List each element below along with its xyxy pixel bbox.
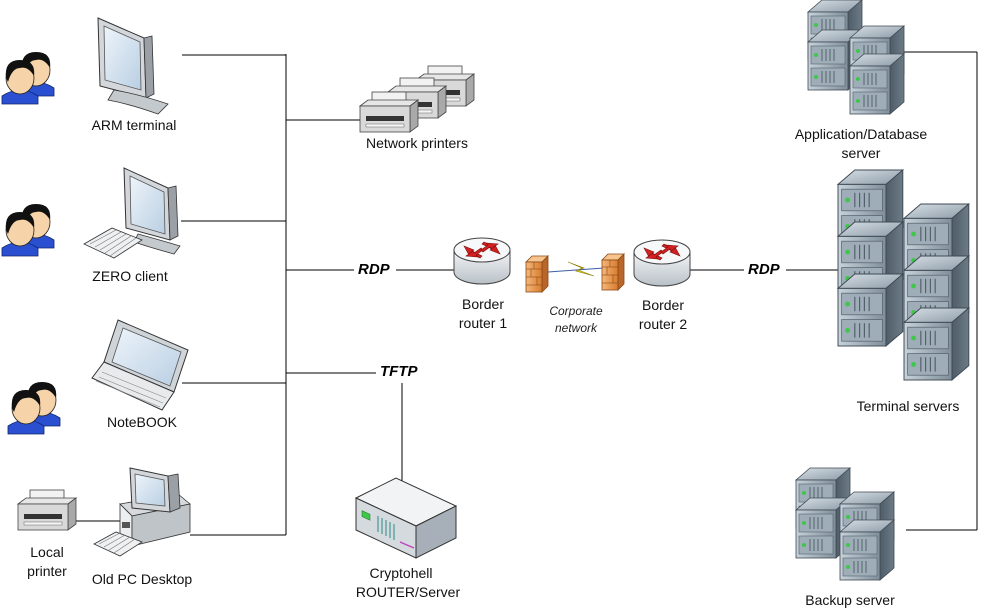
users-icon-1 (1, 51, 55, 105)
local-printer-label-line2: printer (27, 563, 67, 579)
network-printers-label: Network printers (366, 135, 468, 151)
cryptohell-label-line2: ROUTER/Server (355, 584, 461, 600)
local-printer-icon (17, 489, 77, 531)
notebook-icon (91, 319, 189, 411)
users-icon-2 (1, 203, 55, 257)
cryptohell-label-line1: Cryptohell (369, 565, 433, 581)
backup-server-label: Backup server (805, 592, 895, 608)
firewall-right-icon (601, 253, 625, 291)
local-printer-label-line1: Local (30, 544, 64, 560)
app-db-server-icon (807, 0, 905, 115)
firewall-left-icon (525, 255, 549, 293)
border-router-2-icon (633, 239, 691, 287)
old-pc-label: Old PC Desktop (91, 571, 193, 587)
border-router-2-label-line1: Border (641, 297, 685, 313)
corporate-link-bolt (567, 261, 595, 277)
terminal-servers-icon (837, 169, 970, 381)
app-db-server-label-line1: Application/Database (794, 126, 928, 142)
corporate-network-label-line2: network (554, 321, 598, 335)
cryptohell-router-icon (354, 477, 458, 559)
rdp-left-label: RDP (358, 261, 390, 278)
corporate-network-label-line1: Corporate (549, 304, 603, 318)
users-icon-3 (7, 381, 61, 435)
border-router-1-icon (453, 237, 511, 285)
arm-terminal-label: ARM terminal (91, 117, 177, 133)
notebook-label: NoteBOOK (106, 414, 178, 430)
arm-terminal-icon (97, 17, 169, 115)
rdp-right-label: RDP (748, 261, 780, 278)
border-router-1-label-line2: router 1 (458, 315, 508, 331)
backup-server-icon (795, 467, 895, 581)
border-router-2-label-line2: router 2 (638, 316, 688, 332)
connection-lines (76, 51, 978, 536)
old-pc-icon (93, 467, 191, 557)
zero-client-icon (83, 167, 181, 259)
app-db-server-label-line2: server (841, 145, 881, 161)
border-router-1-label-line1: Border (461, 296, 505, 312)
zero-client-label: ZERO client (92, 268, 168, 284)
terminal-servers-label: Terminal servers (856, 398, 960, 414)
tftp-label: TFTP (380, 363, 418, 380)
